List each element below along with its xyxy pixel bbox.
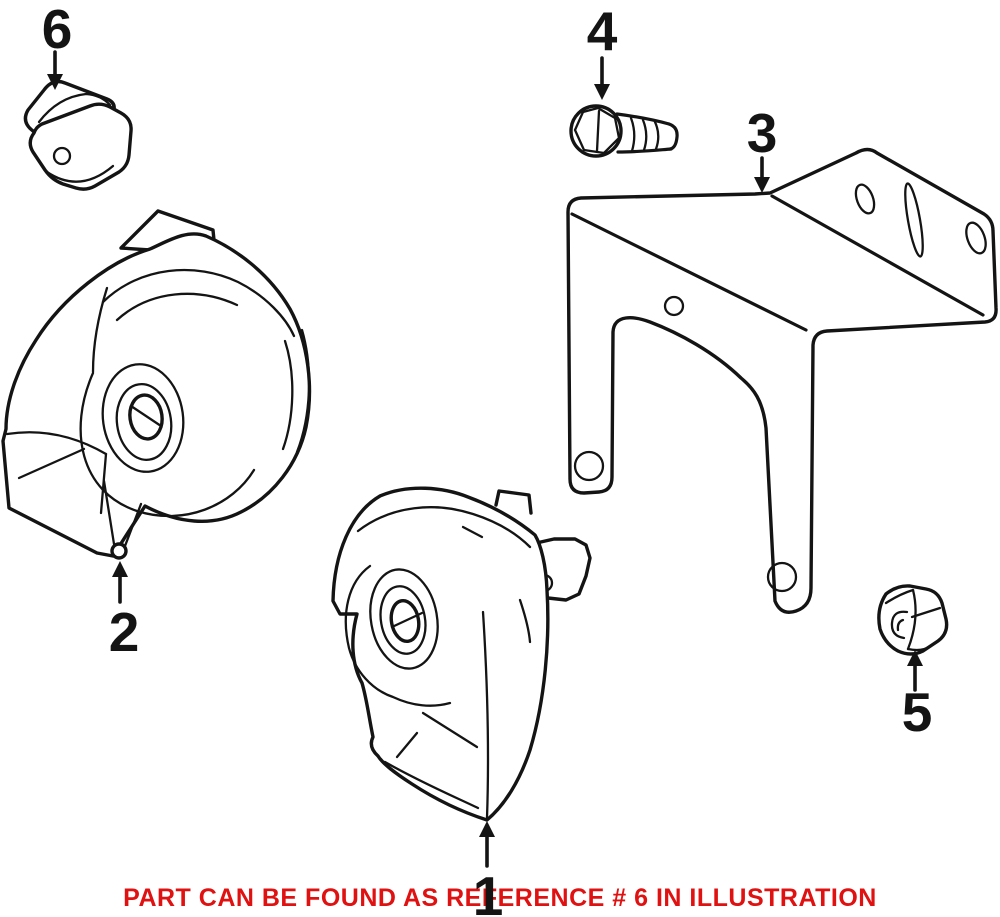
horn-center-mouth-line: [395, 731, 419, 759]
horn-left-disc-arc-1: [101, 268, 296, 338]
bolt-shank-top: [615, 112, 671, 126]
callout-2-label: 2: [109, 601, 140, 663]
horn-left-hub-outer: [101, 363, 185, 473]
horn-center: [331, 486, 592, 822]
horn-left-hub-slot: [129, 404, 163, 428]
bracket-hole-left-leg: [573, 450, 605, 482]
horn-left-mouth-fold-top: [5, 431, 108, 456]
horn-left-body: [1, 232, 312, 558]
nut-facet-top: [884, 588, 915, 605]
bracket-outline: [566, 147, 998, 614]
nut-outline: [877, 584, 949, 656]
bracket-fold-front: [570, 212, 808, 332]
horn-connector: [23, 79, 133, 191]
horn-left-crease: [91, 286, 109, 374]
bracket-fold-flange: [770, 194, 985, 317]
horn-center-hub-mid: [379, 585, 427, 655]
bracket-slot-2: [904, 182, 924, 258]
callout-5-arrow-head: [907, 650, 923, 666]
callout-3-label: 3: [747, 102, 778, 164]
horn-left-disc-arc-2: [115, 292, 239, 322]
horn-left-rim-right-1: [295, 328, 311, 454]
reference-note: PART CAN BE FOUND AS REFERENCE # 6 IN IL…: [123, 884, 877, 912]
horn-left-hub-mid: [115, 383, 173, 461]
callout-4-label: 4: [587, 0, 618, 62]
nut-facet-vertical: [906, 588, 917, 651]
nut-facet-bottom: [906, 644, 933, 652]
callout-1-arrow-head: [479, 821, 495, 837]
bracket-slot-1: [854, 183, 876, 215]
connector-hole: [52, 146, 72, 166]
horn-center-band-tick: [461, 525, 484, 539]
callout-6-label: 6: [42, 0, 73, 60]
bolt-flange: [569, 104, 623, 158]
hex-nut: [877, 584, 949, 656]
callout-labels: 6 4 3 2 5 1: [42, 0, 933, 917]
horn-center-front-crease: [481, 610, 490, 820]
horn-center-fold-line: [421, 711, 479, 749]
horn-left-rim-right-2: [281, 339, 294, 451]
callout-1-label: 1: [473, 865, 504, 917]
callout-4-arrow-head: [594, 84, 610, 100]
bracket-hole-front: [663, 295, 685, 317]
bolt-shank-bottom: [616, 147, 673, 154]
connector-cap-lip: [37, 92, 112, 124]
callout-3-arrow-head: [754, 177, 770, 193]
horn-left: [1, 209, 312, 560]
connector-bottom-rim: [45, 164, 115, 183]
horn-left-spiral: [79, 371, 256, 518]
bracket-hole-right-leg: [766, 561, 798, 593]
bolt-hex-head: [573, 106, 621, 155]
flange-bolt: [569, 104, 679, 158]
horn-center-body: [331, 486, 550, 822]
bracket-slot-3: [965, 221, 987, 255]
horn-center-hub-slot: [390, 611, 424, 629]
bolt-thread-3: [653, 120, 660, 151]
callout-2-arrow-head: [112, 561, 128, 577]
horn-center-hub-outer: [369, 568, 439, 670]
callout-arrows: [47, 50, 923, 868]
bolt-tip: [667, 122, 679, 151]
horn-center-hub-housing: [344, 564, 452, 707]
horn-left-stem-line-1: [102, 479, 116, 546]
bolt-hex-facet: [595, 109, 601, 153]
horn-center-mouth-arc: [383, 760, 480, 810]
nut-hole: [890, 610, 909, 640]
horn-left-mouth-line: [17, 447, 86, 480]
callout-5-label: 5: [902, 681, 933, 743]
mounting-bracket: [566, 147, 998, 614]
horn-center-top-bump: [494, 489, 533, 515]
horn-left-stem-line-2: [123, 502, 143, 548]
horn-center-band-arc: [356, 506, 532, 549]
bolt-thread-2: [641, 118, 648, 152]
horn-center-right-crease: [518, 598, 532, 644]
horn-left-stem-tip: [110, 542, 128, 560]
callout-6-arrow-head: [47, 74, 63, 90]
bolt-thread-1: [629, 116, 636, 153]
nut-facet-right: [910, 606, 942, 619]
nut-hole-inner: [896, 618, 905, 632]
